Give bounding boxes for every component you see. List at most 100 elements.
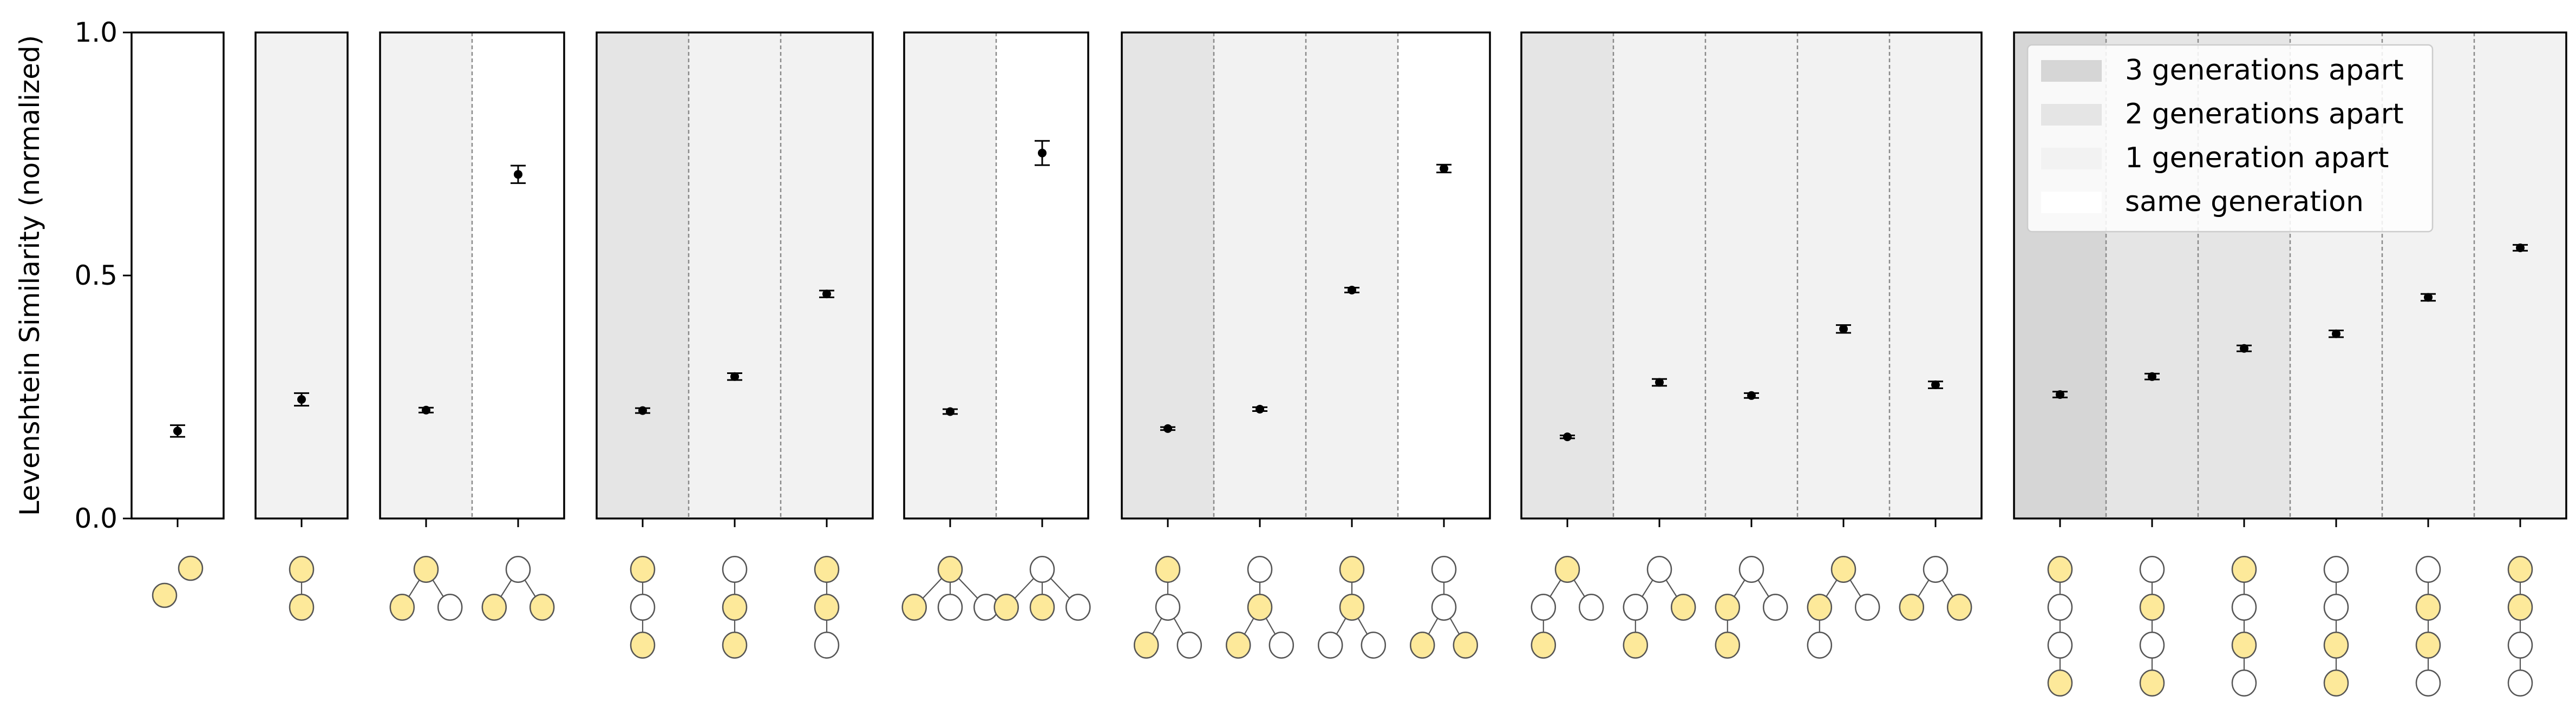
ytick-label-2: 1.0 — [74, 17, 117, 48]
tree-glyph-p6-3 — [1317, 555, 1387, 659]
data-marker — [1348, 285, 1356, 294]
tree-node-2 — [437, 593, 463, 621]
data-marker — [730, 372, 739, 381]
panel-4-point-3 — [819, 290, 834, 299]
tree-node-2 — [1225, 631, 1251, 659]
panel-5-frame — [903, 31, 1089, 520]
tree-node-0 — [1554, 555, 1580, 583]
panel-3-cell-1 — [380, 32, 472, 518]
panel-6-point-4 — [1436, 163, 1452, 174]
panel-3-point-2 — [511, 165, 526, 184]
tree-node-2 — [2507, 631, 2533, 659]
legend-label-3: same generation — [2125, 186, 2364, 218]
panel-6-point-2 — [1252, 404, 1267, 413]
panel-3-point-1 — [419, 405, 434, 415]
ytick-label-0: 0.0 — [74, 503, 117, 534]
legend-label-1: 2 generations apart — [2125, 98, 2404, 130]
tree-node-3 — [2415, 669, 2441, 697]
data-marker — [638, 406, 647, 415]
tree-node-2 — [1670, 593, 1696, 621]
tree-node-0 — [2231, 555, 2257, 583]
tree-node-1 — [1247, 593, 1273, 621]
y-axis-label: Levenshtein Similarity (normalized) — [14, 35, 45, 516]
tree-node-0 — [289, 555, 315, 583]
panel-6-cell-4 — [1398, 32, 1490, 518]
panel-8-frame — [2013, 31, 2567, 520]
panel-7 — [1520, 31, 1983, 527]
tree-node-1 — [1715, 593, 1741, 621]
tree-glyph-p7-1 — [1531, 555, 1604, 659]
tree-glyph-p8-5 — [2415, 555, 2441, 697]
panel-1-cell-1 — [132, 32, 224, 518]
tree-glyph-p5-2 — [993, 555, 1091, 621]
tree-node-3 — [1715, 631, 1741, 659]
tree-node-1 — [1531, 593, 1557, 621]
panel-4 — [596, 31, 874, 527]
panel-8-point-6 — [2513, 243, 2528, 252]
tree-node-0 — [505, 555, 531, 583]
tree-node-1 — [814, 593, 840, 621]
legend-frame — [2026, 44, 2434, 233]
data-marker — [2516, 243, 2525, 252]
panel-5-point-1 — [943, 407, 958, 416]
tree-glyph-p8-1 — [2047, 555, 2073, 697]
tree-node-3 — [2323, 669, 2349, 697]
tree-node-1 — [178, 555, 204, 581]
tree-glyph-p8-3 — [2231, 555, 2257, 697]
tree-node-1 — [389, 593, 415, 621]
tree-node-0 — [937, 555, 963, 583]
tree-node-2 — [1762, 593, 1788, 621]
tree-node-1 — [289, 593, 315, 621]
tree-node-1 — [1339, 593, 1365, 621]
tree-node-1 — [993, 593, 1019, 621]
panel-6-cell-2 — [1214, 32, 1306, 518]
tree-node-1 — [1807, 593, 1833, 621]
tree-node-1 — [2139, 593, 2165, 621]
panel-6-cell-1 — [1122, 32, 1214, 518]
panel-4-point-2 — [727, 372, 742, 381]
panel-1-point-1 — [170, 424, 185, 438]
tree-node-3 — [2139, 669, 2165, 697]
tree-node-0 — [2047, 555, 2073, 583]
panel-8-point-4 — [2329, 329, 2344, 338]
tree-glyph-p8-2 — [2139, 555, 2165, 697]
tree-glyph-p8-4 — [2323, 555, 2349, 697]
tree-node-2 — [1946, 593, 1972, 621]
tree-node-1 — [481, 593, 507, 621]
panel-2-point-1 — [294, 392, 309, 407]
legend-label-0: 3 generations apart — [2125, 54, 2404, 87]
tree-node-1 — [1623, 593, 1649, 621]
tree-glyph-p7-4 — [1807, 555, 1880, 659]
panel-2 — [254, 31, 349, 527]
legend-swatch-0 — [2041, 60, 2102, 82]
tree-node-0 — [1431, 555, 1457, 583]
panel-3-frame — [379, 31, 565, 520]
legend-label-2: 1 generation apart — [2125, 142, 2389, 174]
panel-8-point-2 — [2145, 372, 2160, 381]
tree-glyph-p1-1 — [152, 555, 204, 608]
tree-node-0 — [2507, 555, 2533, 583]
panel-7-point-5 — [1928, 380, 1943, 390]
data-marker — [2148, 372, 2156, 381]
panel-2-cell-1 — [256, 32, 348, 518]
data-marker — [1440, 164, 1448, 173]
panel-4-cell-3 — [781, 32, 873, 518]
panel-6 — [1121, 31, 1491, 527]
tree-node-2 — [1854, 593, 1880, 621]
tree-node-2 — [630, 631, 656, 659]
tree-glyph-p6-4 — [1409, 555, 1479, 659]
tree-node-1 — [2507, 593, 2533, 621]
x-tree-glyphs — [152, 555, 2533, 697]
data-marker — [514, 170, 522, 179]
tree-glyph-p5-1 — [901, 555, 999, 621]
tree-node-2 — [1578, 593, 1604, 621]
tree-glyph-p4-1 — [630, 555, 656, 659]
tree-node-2 — [2231, 631, 2257, 659]
panel-8-point-1 — [2052, 390, 2068, 399]
panel-5 — [903, 31, 1089, 527]
panel-5-point-2 — [1035, 140, 1050, 166]
tree-node-3 — [1361, 631, 1387, 659]
panel-1 — [130, 31, 225, 527]
tree-glyph-p7-3 — [1715, 555, 1788, 659]
data-marker — [173, 426, 182, 436]
